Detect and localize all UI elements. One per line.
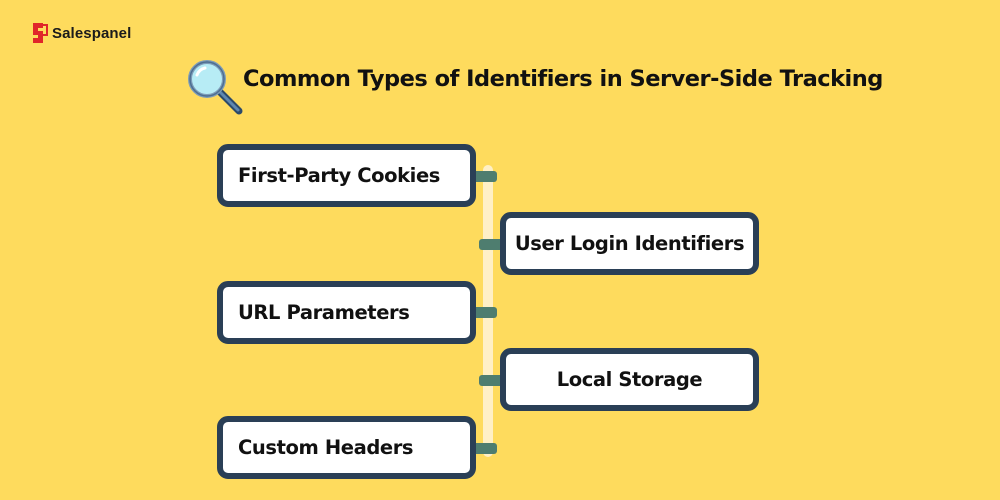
identifier-card-url-parameters: URL Parameters — [217, 281, 476, 344]
identifier-label: First-Party Cookies — [238, 164, 440, 187]
brand-name: Salespanel — [52, 24, 132, 42]
identifier-card-user-login-identifiers: User Login Identifiers — [500, 212, 759, 275]
identifier-label: URL Parameters — [238, 301, 410, 324]
identifier-label: Custom Headers — [238, 436, 414, 459]
salespanel-logo-icon — [33, 23, 48, 43]
identifier-label: User Login Identifiers — [514, 232, 745, 255]
identifier-card-local-storage: Local Storage — [500, 348, 759, 411]
identifier-card-first-party-cookies: First-Party Cookies — [217, 144, 476, 207]
magnifying-glass-icon — [188, 60, 243, 115]
identifier-label: Local Storage — [556, 368, 703, 391]
identifier-card-custom-headers: Custom Headers — [217, 416, 476, 479]
page-title: Common Types of Identifiers in Server-Si… — [243, 66, 883, 92]
brand-logo: Salespanel — [32, 22, 131, 44]
